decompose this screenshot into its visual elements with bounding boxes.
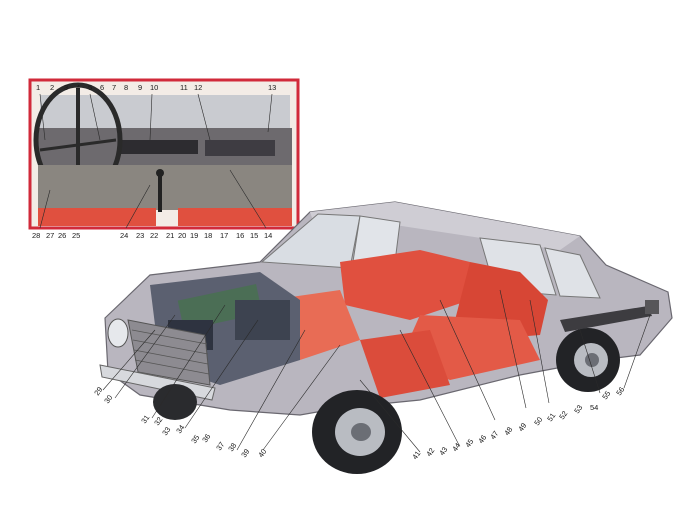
callout-number-17: 17 — [220, 231, 228, 240]
callout-number-9: 9 — [138, 83, 142, 92]
callout-number-6: 6 — [100, 83, 104, 92]
callout-number-10: 10 — [150, 83, 158, 92]
callout-number-44: 44 — [450, 441, 462, 453]
callout-number-56: 56 — [614, 385, 626, 397]
front-left-wheel — [153, 384, 197, 420]
callout-number-34: 34 — [174, 423, 186, 435]
callout-number-50: 50 — [532, 415, 544, 427]
callout-number-8: 8 — [124, 83, 128, 92]
callout-number-52: 52 — [557, 409, 569, 421]
callout-number-26: 26 — [58, 231, 66, 240]
callout-number-32: 32 — [152, 415, 164, 427]
callout-number-31: 31 — [139, 413, 151, 425]
callout-number-15: 15 — [250, 231, 258, 240]
car-cutaway — [99, 201, 673, 474]
callout-number-22: 22 — [150, 231, 158, 240]
callout-number-4: 4 — [76, 83, 80, 92]
callout-number-21: 21 — [166, 231, 174, 240]
callout-number-48: 48 — [502, 425, 514, 437]
callout-number-1: 1 — [36, 83, 40, 92]
callout-number-13: 13 — [268, 83, 276, 92]
callout-number-5: 5 — [88, 83, 92, 92]
callout-number-55: 55 — [600, 389, 612, 401]
callout-number-53: 53 — [572, 403, 584, 415]
callout-number-49: 49 — [516, 421, 528, 433]
callout-number-35: 35 — [189, 433, 201, 445]
front-wheel — [312, 390, 402, 474]
callout-number-28: 28 — [32, 231, 40, 240]
callout-number-39: 39 — [239, 447, 251, 459]
callout-number-29: 29 — [92, 385, 104, 397]
callout-number-40: 40 — [256, 447, 268, 459]
callout-number-51: 51 — [545, 411, 557, 423]
callout-number-20: 20 — [178, 231, 186, 240]
callout-number-45: 45 — [463, 437, 475, 449]
callout-number-3: 3 — [64, 83, 68, 92]
callout-number-14: 14 — [264, 231, 272, 240]
headlight — [107, 318, 129, 348]
callout-number-24: 24 — [120, 231, 128, 240]
dashboard-inset — [28, 78, 300, 230]
callout-number-37: 37 — [214, 440, 226, 452]
rear-wheel — [556, 328, 620, 392]
callout-number-27: 27 — [46, 231, 54, 240]
callout-number-46: 46 — [476, 433, 488, 445]
callout-number-25: 25 — [72, 231, 80, 240]
callout-number-18: 18 — [204, 231, 212, 240]
callout-number-12: 12 — [194, 83, 202, 92]
front-grille — [127, 319, 211, 386]
callout-number-33: 33 — [160, 425, 172, 437]
callout-number-11: 11 — [180, 83, 188, 92]
callout-number-54: 54 — [590, 403, 598, 412]
callout-number-47: 47 — [488, 429, 500, 441]
callout-number-19: 19 — [190, 231, 198, 240]
callout-number-16: 16 — [236, 231, 244, 240]
callout-number-38: 38 — [226, 441, 238, 453]
inset-bottom-labels: 28 27 26 25 24 23 22 21 20 19 18 17 16 15 14 — [32, 231, 272, 240]
car-leader-lines — [102, 289, 651, 453]
callout-number-43: 43 — [437, 445, 449, 457]
callout-number-36: 36 — [200, 432, 212, 444]
callout-number-23: 23 — [136, 231, 144, 240]
callout-number-41: 41 — [410, 449, 422, 461]
callout-number-7: 7 — [112, 83, 116, 92]
callout-number-2: 2 — [50, 83, 54, 92]
interior — [255, 250, 548, 398]
callout-number-30: 30 — [102, 393, 114, 405]
callout-number-42: 42 — [424, 446, 436, 458]
